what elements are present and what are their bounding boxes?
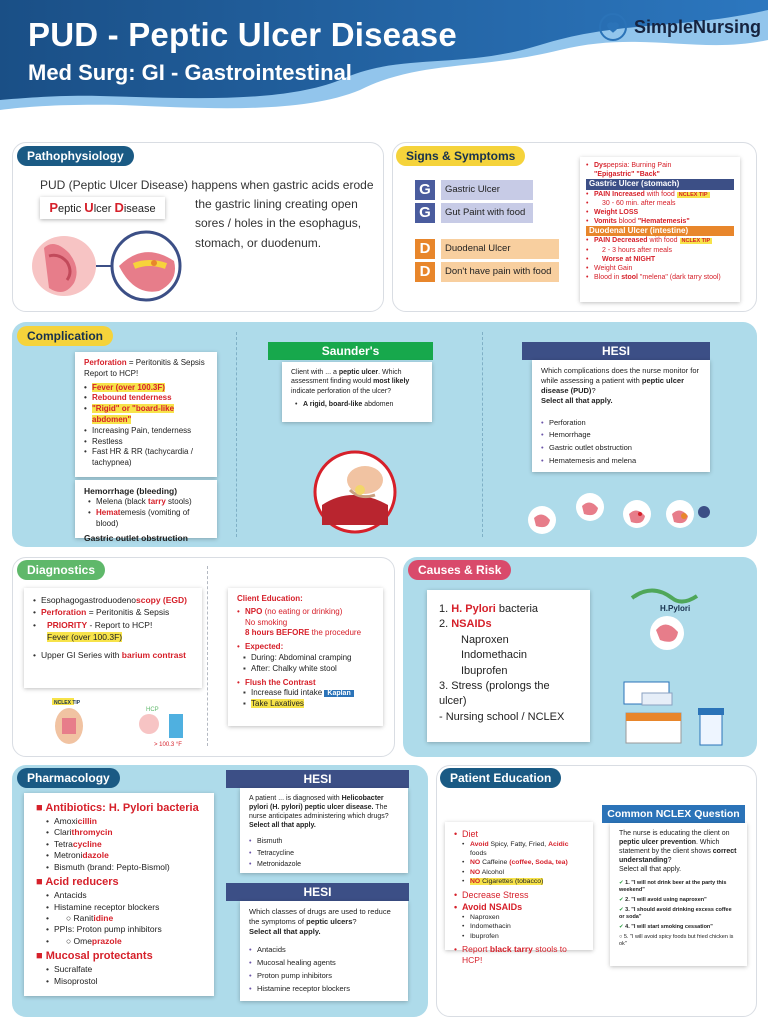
- header-wave-background: [0, 0, 768, 110]
- diagnostic-illustrations: NCLEX TIP HCP > 100.3 °F: [52, 698, 183, 748]
- simplenursing-logo-icon: [599, 13, 627, 41]
- hesi-pharm-1-card: A patient ... is diagnosed with Helicoba…: [240, 788, 408, 873]
- diagnostic-tests-card: Esophagogastroduodenoscopy (EGD) Perfora…: [24, 588, 202, 688]
- gastric-ulcer-row: G Gastric Ulcer: [415, 180, 533, 200]
- check-icon: ✔: [619, 897, 624, 904]
- pathophysiology-tag: Pathophysiology: [17, 146, 134, 166]
- brand-logo: SimpleNursing: [598, 12, 761, 42]
- hpylori-nsaids-illustration: H.Pylori: [623, 588, 724, 746]
- page-header: PUD - Peptic Ulcer Disease Med Surg: GI …: [0, 0, 768, 115]
- check-icon: ✔: [619, 880, 624, 887]
- pud-acronym-label: Peptic Ulcer Disease: [40, 197, 165, 219]
- saunders-header: Saunder's: [268, 342, 433, 360]
- perforation-card: Perforation = Peritonitis & Sepsis Repor…: [75, 352, 217, 477]
- common-nclex-question-header: Common NCLEX Question: [602, 805, 745, 823]
- signs-detail-card: Dyspepsia: Burning Pain"Epigastric" "Bac…: [580, 157, 740, 302]
- divider: [482, 332, 483, 537]
- pharmacology-drugs-card: ■ Antibiotics: H. Pylori bacteria Amoxic…: [24, 793, 214, 996]
- gut-pain-row: G Gut Paint with food: [415, 203, 533, 223]
- kaplan-badge: Kaplan: [324, 690, 354, 698]
- hemorrhage-card: Hemorrhage (bleeding) Melena (black tarr…: [75, 480, 217, 543]
- divider: [207, 566, 208, 746]
- causes-list-card: 1. H. Pylori bacteria 2. NSAIDs Naproxen…: [427, 590, 590, 742]
- hpylori-label: H.Pylori: [660, 604, 690, 613]
- hesi-pharm-2-card: Which classes of drugs are used to reduc…: [240, 901, 408, 1001]
- check-icon: ✔: [619, 907, 624, 914]
- temperature-label: > 100.3 °F: [154, 742, 182, 748]
- brand-name: SimpleNursing: [634, 16, 762, 37]
- divider: [236, 332, 237, 537]
- duodenal-ulcer-header: Duodenal Ulcer (intestine): [586, 226, 734, 237]
- hesi-pharm-2-header: HESI: [226, 883, 409, 901]
- abdominal-pain-illustration-icon: [313, 450, 397, 534]
- complication-stomach-icons: [528, 493, 710, 534]
- client-education-card: Client Education: NPO (no eating or drin…: [228, 588, 383, 726]
- check-icon: ✔: [619, 923, 624, 930]
- complication-tag: Complication: [17, 326, 114, 346]
- saunders-question-card: Client with ... a peptic ulcer. Which as…: [282, 362, 432, 422]
- gastric-ulcer-header: Gastric Ulcer (stomach): [586, 179, 734, 190]
- empty-circle-icon: ○: [619, 933, 623, 940]
- pharmacology-tag: Pharmacology: [17, 768, 120, 788]
- causes-risk-tag: Causes & Risk: [408, 560, 512, 580]
- stomach-ulcer-illustration-icon: [32, 230, 182, 302]
- pathophysiology-text: PUD (Peptic Ulcer Disease) happens when …: [40, 178, 374, 250]
- signs-symptoms-tag: Signs & Symptoms: [396, 146, 526, 166]
- hcp-label: HCP: [146, 707, 159, 713]
- no-pain-food-row: D Don't have pain with food: [415, 262, 559, 282]
- diagnostics-tag: Diagnostics: [17, 560, 106, 580]
- hesi-pharm-1-header: HESI: [226, 770, 409, 788]
- hesi-complication-card: Which complications does the nurse monit…: [532, 360, 710, 472]
- hesi-complication-header: HESI: [522, 342, 710, 360]
- education-list-card: Diet Avoid Spicy, Fatty, Fried, Acidic f…: [445, 822, 593, 965]
- duodenal-ulcer-row: D Duodenal Ulcer: [415, 239, 559, 259]
- nclex-tip-label: NCLEX TIP: [54, 700, 81, 706]
- page-subtitle: Med Surg: GI - Gastrointestinal: [28, 60, 352, 85]
- page-title: PUD - Peptic Ulcer Disease: [28, 16, 457, 53]
- common-nclex-question-card: The nurse is educating the client on pep…: [610, 823, 747, 966]
- patient-education-tag: Patient Education: [440, 768, 562, 788]
